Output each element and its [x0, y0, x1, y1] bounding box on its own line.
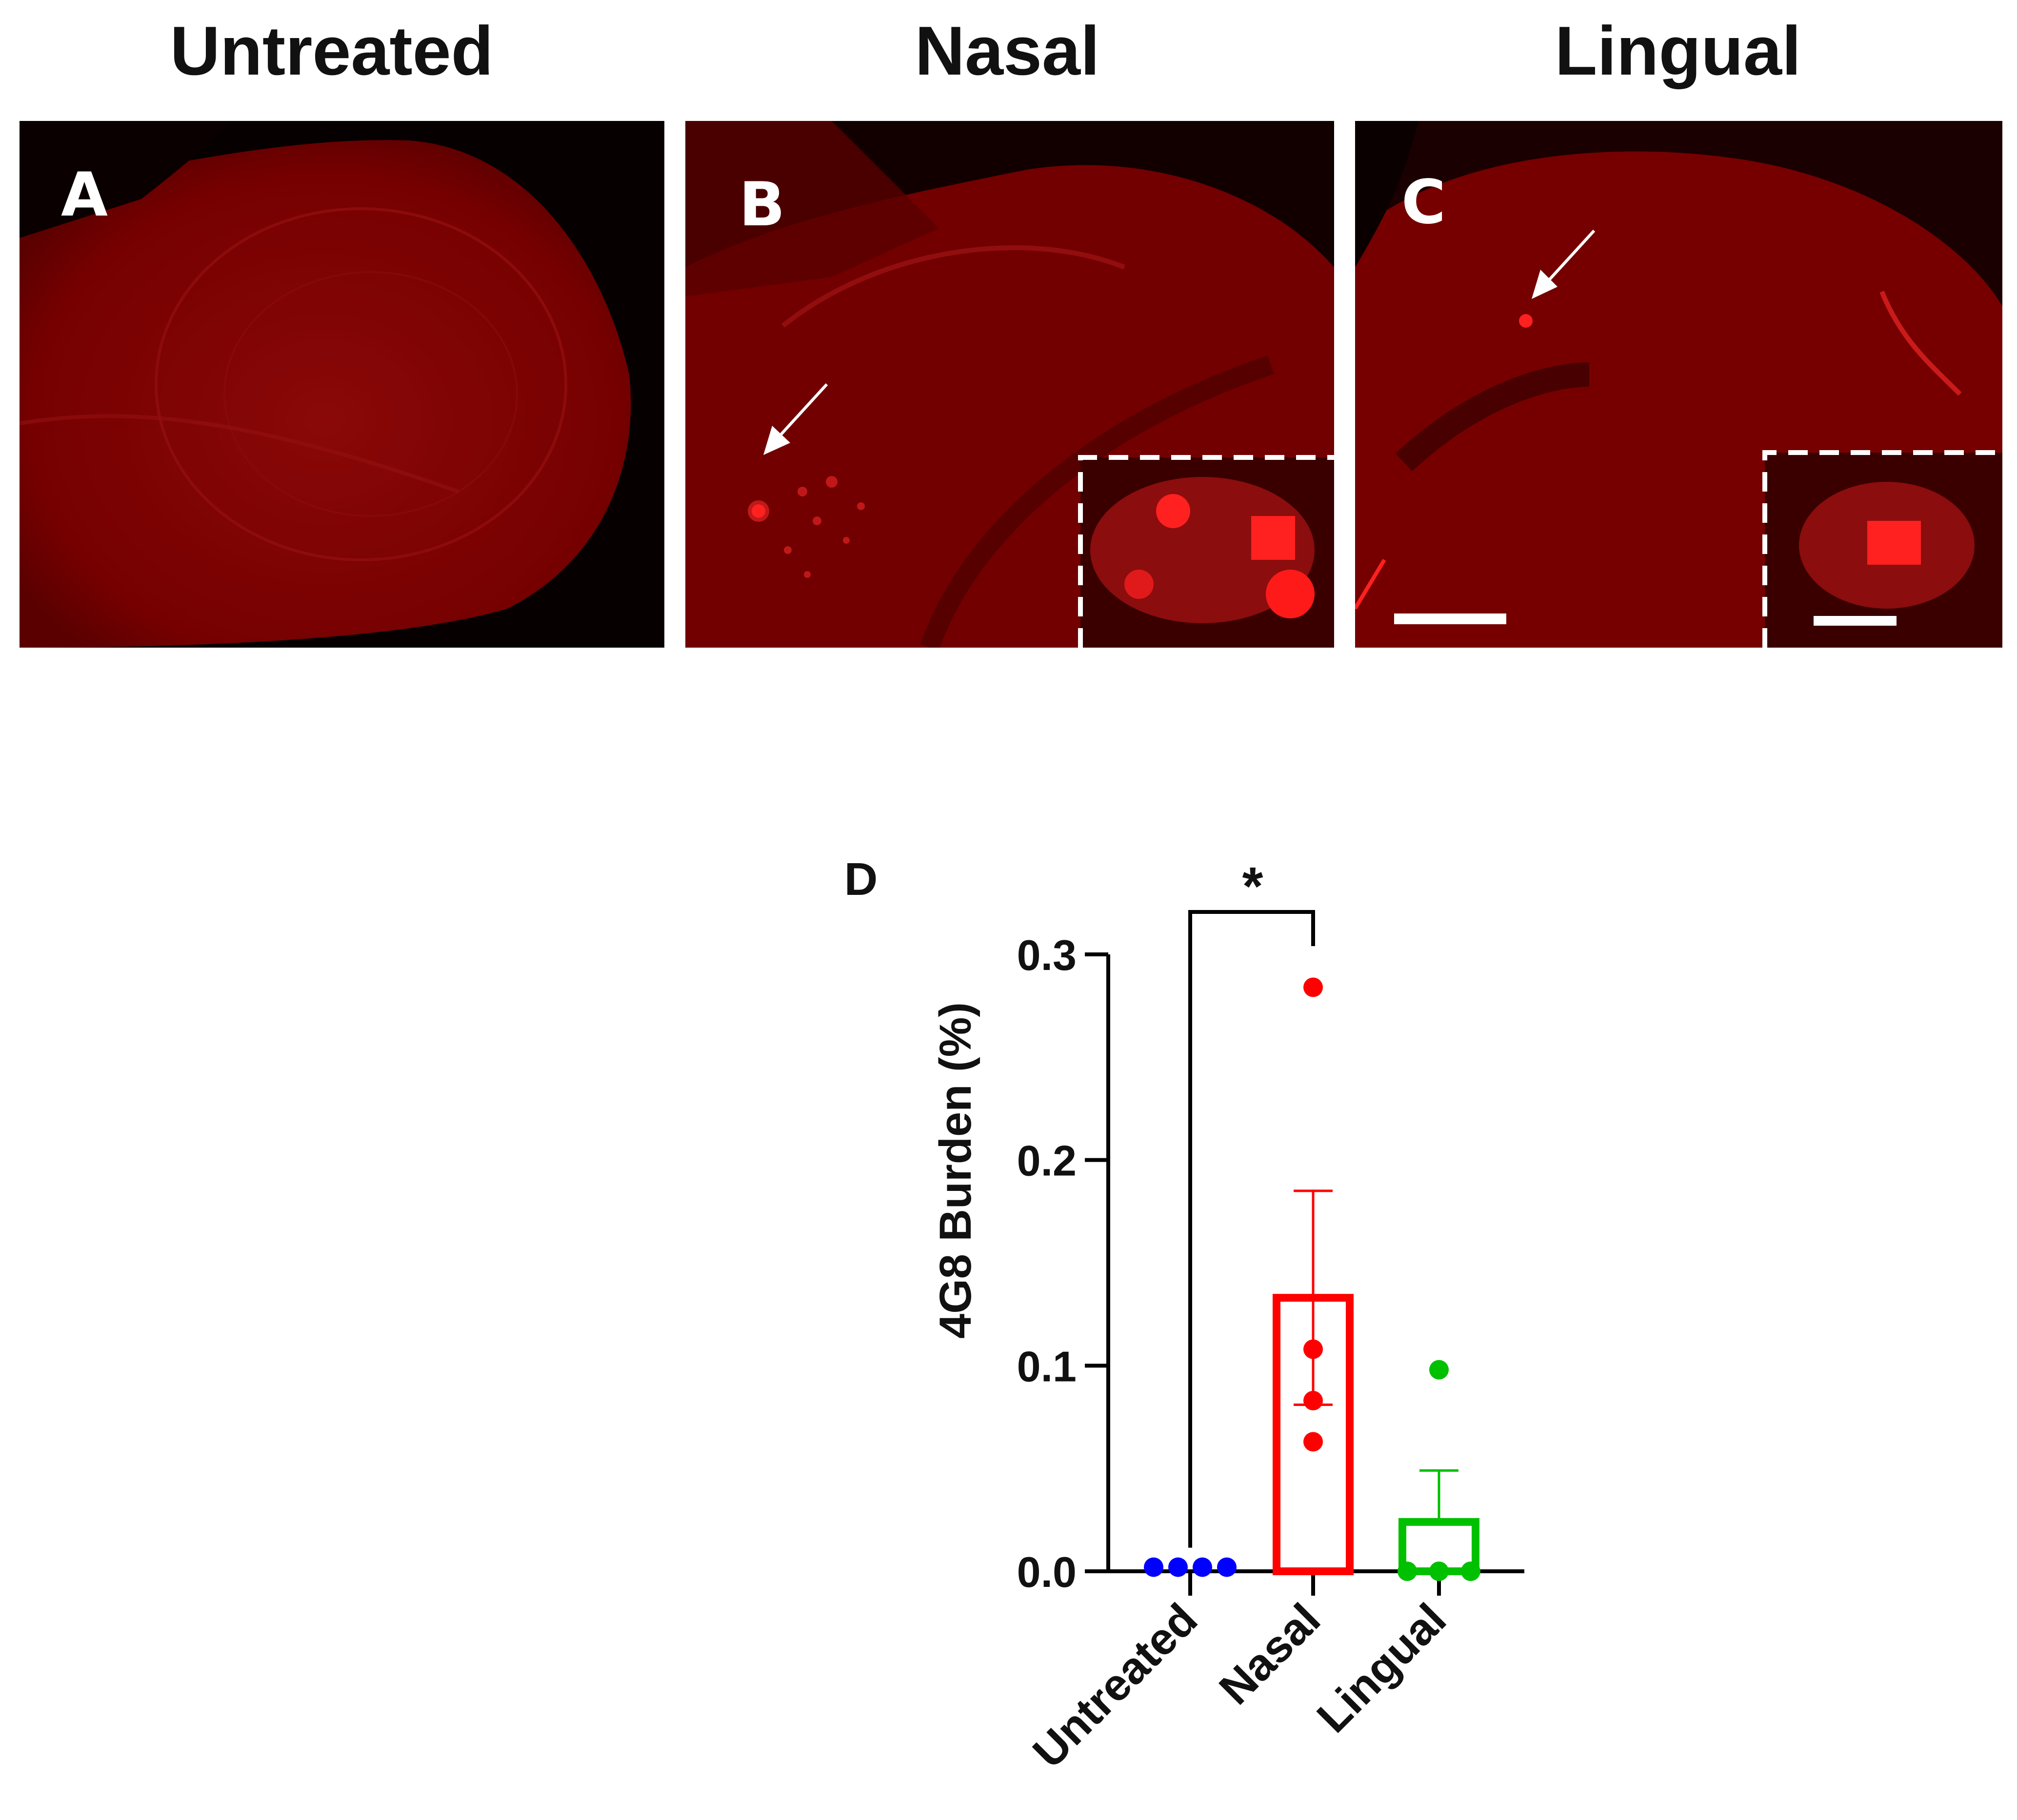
y-tick-label: 0.3: [1017, 931, 1077, 979]
x-tick-label: Untreated: [1023, 1594, 1207, 1778]
x-tick-label: Nasal: [1210, 1594, 1330, 1714]
data-point-lingual: [1398, 1562, 1417, 1581]
data-point-lingual: [1429, 1360, 1449, 1380]
data-point-nasal: [1303, 1339, 1323, 1359]
data-point-untreated: [1144, 1557, 1163, 1577]
column-title-nasal: Nasal: [915, 12, 1100, 90]
micrograph-c-image: [1355, 121, 2002, 648]
micrograph-panel-a: A: [20, 121, 664, 648]
panel-label-d: D: [844, 853, 878, 905]
data-point-untreated: [1168, 1557, 1188, 1577]
data-point-untreated: [1193, 1557, 1212, 1577]
y-tick-label: 0.0: [1017, 1548, 1077, 1596]
x-tick-label: Lingual: [1308, 1594, 1456, 1742]
significance-star: *: [1242, 856, 1263, 916]
micrograph-panel-b: B: [685, 121, 1334, 648]
data-point-lingual: [1461, 1562, 1480, 1581]
y-tick-label: 0.2: [1017, 1137, 1077, 1185]
y-tick-label: 0.1: [1017, 1342, 1077, 1390]
data-point-untreated: [1217, 1557, 1237, 1577]
data-point-lingual: [1429, 1562, 1449, 1581]
column-title-untreated: Untreated: [170, 12, 494, 90]
data-point-nasal: [1303, 1391, 1323, 1411]
panel-label-c: C: [1401, 167, 1446, 237]
data-point-nasal: [1303, 1432, 1323, 1452]
panel-label-b: B: [739, 170, 785, 240]
panel-label-a: A: [61, 160, 108, 230]
micrograph-panel-c: C: [1355, 121, 2002, 648]
micrograph-a-image: [20, 121, 664, 648]
micrograph-b-image: [685, 121, 1334, 648]
data-point-nasal: [1303, 977, 1323, 997]
chart-marks: *: [1144, 856, 1480, 1581]
y-axis-label: 4G8 Burden (%): [931, 1002, 980, 1339]
significance-bracket: [1188, 910, 1315, 1548]
column-title-lingual: Lingual: [1555, 12, 1801, 90]
